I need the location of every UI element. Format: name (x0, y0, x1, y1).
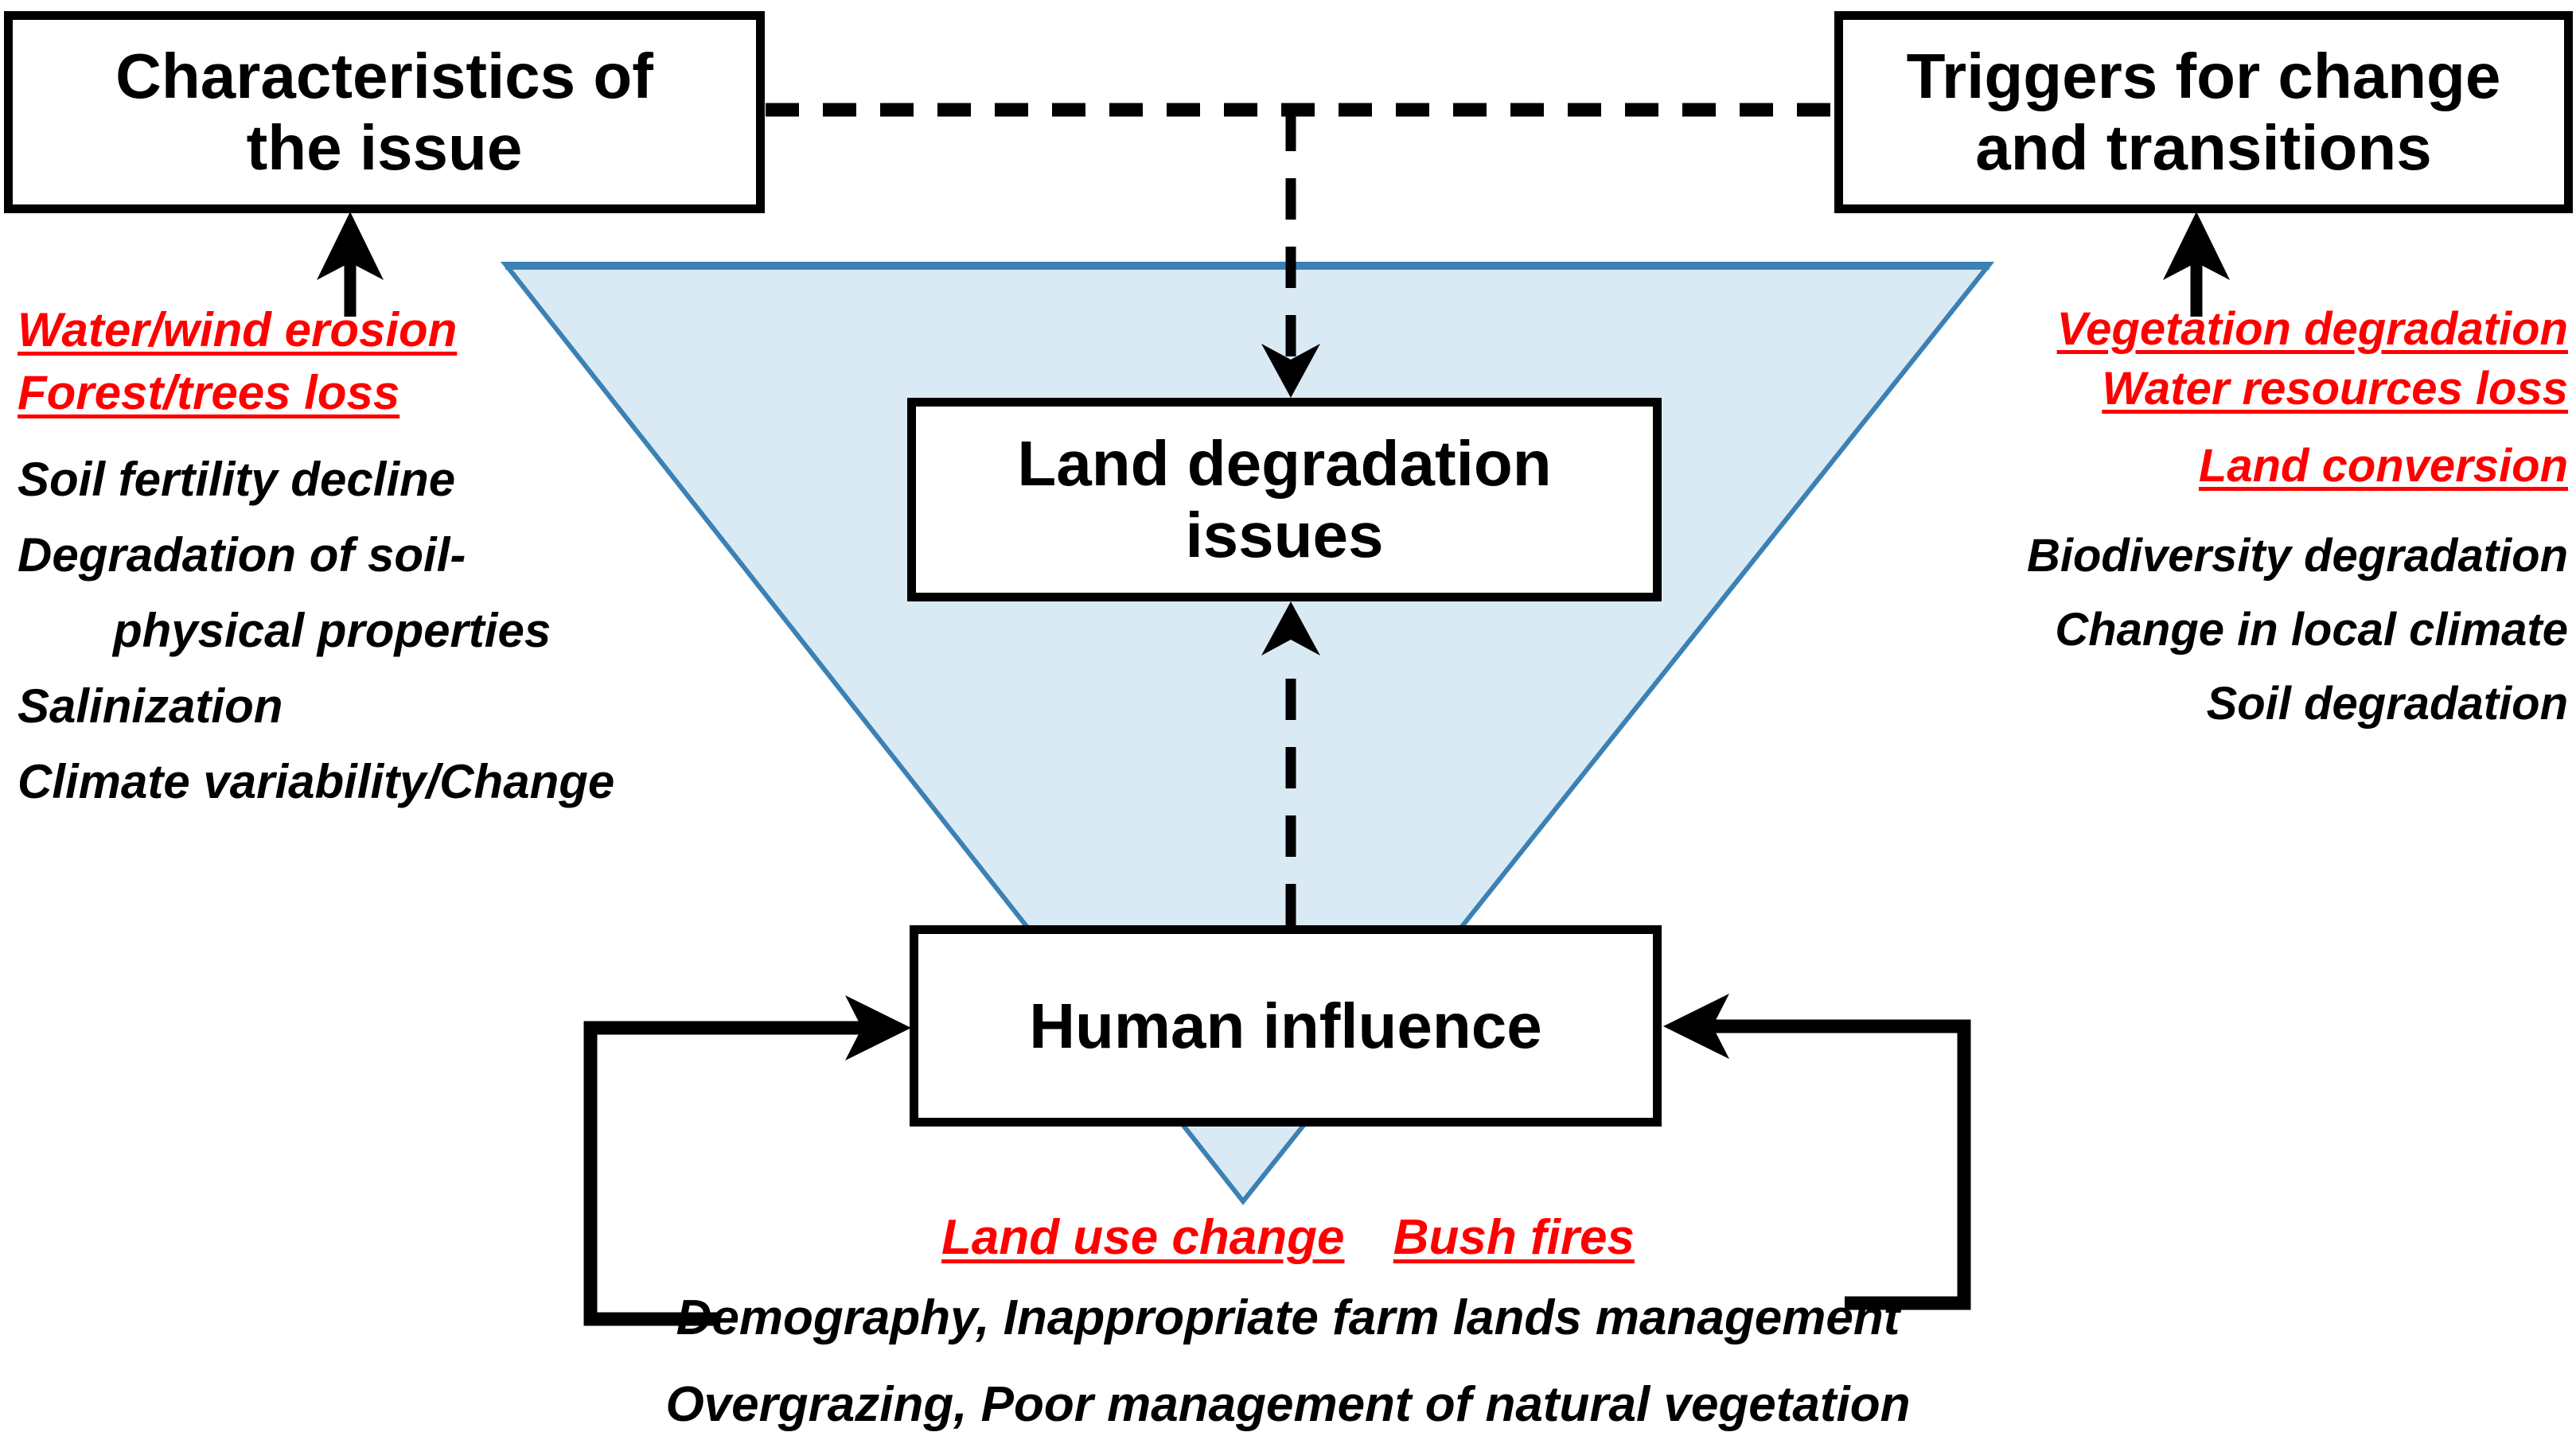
right-item-water-resources-loss: Water resources loss (2102, 363, 2568, 414)
box-human-influence-label: Human influence (1029, 990, 1542, 1061)
box-human-influence[interactable]: Human influence (910, 925, 1662, 1127)
left-item-degradation-of-soil-physical-properties-line1: Degradation of soil- (18, 528, 466, 582)
box-land-degradation-line1: Land degradation (1017, 428, 1552, 500)
right-item-biodiversity-degradation: Biodiversity degradation (2026, 530, 2568, 582)
left-item-climate-variability-change: Climate variability/Change (18, 755, 615, 808)
bottom-item-land-use-change: Land use change (941, 1210, 1345, 1265)
bottom-human-influence-list: Land use change Bush fires Demography, I… (0, 1209, 2576, 1433)
box-land-degradation-issues[interactable]: Land degradation issues (907, 398, 1662, 601)
feedback-loop-right-arrowhead (1663, 994, 1729, 1059)
box-land-degradation-line2: issues (1185, 500, 1384, 570)
bottom-highlighted-row: Land use change Bush fires (0, 1209, 2576, 1266)
box-triggers-line2: and transitions (1975, 112, 2432, 183)
bottom-item-demography-farmland-management: Demography, Inappropriate farm lands man… (676, 1290, 1900, 1345)
right-triggers-list: Vegetation degradation Water resources l… (1788, 302, 2568, 751)
bottom-item-overgrazing-natural-vegetation: Overgrazing, Poor management of natural … (665, 1377, 1911, 1432)
right-item-vegetation-degradation: Vegetation degradation (2056, 303, 2568, 355)
left-item-forest-trees-loss: Forest/trees loss (18, 366, 400, 419)
left-item-salinization: Salinization (18, 679, 283, 733)
right-item-change-in-local-climate: Change in local climate (2055, 604, 2568, 656)
solid-arrow-up-right-head (2163, 212, 2230, 280)
dashed-arrow-up-head (1261, 601, 1320, 656)
box-characteristics-line2: the issue (246, 112, 523, 183)
right-item-land-conversion: Land conversion (2198, 440, 2568, 492)
box-characteristics-of-the-issue[interactable]: Characteristics of the issue (4, 11, 765, 213)
box-triggers-for-change-and-transitions[interactable]: Triggers for change and transitions (1834, 11, 2573, 213)
feedback-loop-left-arrowhead (845, 995, 911, 1060)
left-item-degradation-of-soil-physical-properties-line2: physical properties (113, 604, 551, 657)
box-characteristics-line1: Characteristics of (115, 41, 653, 112)
bottom-item-bush-fires: Bush fires (1393, 1210, 1635, 1265)
solid-arrow-up-left-head (317, 212, 384, 280)
box-triggers-line1: Triggers for change (1906, 41, 2501, 112)
dashed-arrow-down-head (1261, 344, 1320, 398)
left-characteristics-list: Water/wind erosion Forest/trees loss Soi… (18, 302, 734, 830)
left-item-water-wind-erosion: Water/wind erosion (18, 303, 458, 356)
right-item-soil-degradation: Soil degradation (2206, 678, 2568, 730)
left-item-soil-fertility-decline: Soil fertility decline (18, 453, 456, 506)
